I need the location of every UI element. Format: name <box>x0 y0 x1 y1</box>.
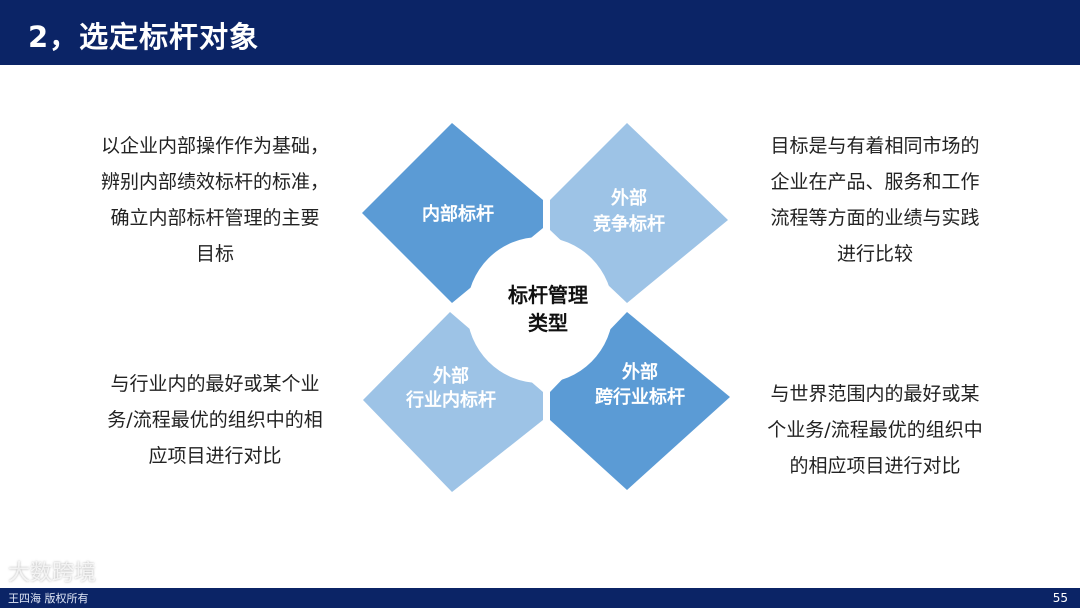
desc-line: 与行业内的最好或某个业 <box>110 373 320 395</box>
desc-line: 目标 <box>195 243 234 265</box>
desc-line: 的相应项目进行对比 <box>789 455 961 477</box>
quadrant-label: 外部 <box>433 365 469 387</box>
desc-cross-industry: 与世界范围内的最好或某 个业务/流程最优的组织中 的相应项目进行对比 <box>740 376 1010 484</box>
quadrant-label: 跨行业标杆 <box>595 386 685 408</box>
desc-line: 辨别内部绩效标杆的标准， <box>100 171 329 193</box>
page-title: 2，选定标杆对象 <box>28 20 260 54</box>
desc-line: 流程等方面的业绩与实践 <box>770 207 980 229</box>
desc-line: 目标是与有着相同市场的 <box>770 135 980 157</box>
center-label: 类型 <box>528 311 568 335</box>
desc-line: 企业在产品、服务和工作 <box>770 171 980 193</box>
quadrant-label: 竞争标杆 <box>593 213 665 235</box>
desc-line: 个业务/流程最优的组织中 <box>767 419 983 441</box>
desc-industry: 与行业内的最好或某个业 务/流程最优的组织中的相 应项目进行对比 <box>80 366 350 474</box>
footer-bar <box>0 588 1080 608</box>
desc-line: 应项目进行对比 <box>148 445 282 467</box>
quadrant-label: 行业内标杆 <box>405 389 496 411</box>
center-label: 标杆管理 <box>508 283 588 307</box>
quadrant-label: 外部 <box>611 187 647 209</box>
desc-competitive: 目标是与有着相同市场的 企业在产品、服务和工作 流程等方面的业绩与实践 进行比较 <box>740 128 1010 272</box>
quadrant-label: 内部标杆 <box>422 203 494 225</box>
desc-line: 与世界范围内的最好或某 <box>770 383 980 405</box>
header-bar: 2，选定标杆对象 <box>0 0 1080 65</box>
quadrant-competitive <box>550 123 728 303</box>
center-circle <box>467 237 613 383</box>
quadrant-label: 外部 <box>622 361 658 383</box>
desc-line: 务/流程最优的组织中的相 <box>107 409 323 431</box>
page-number: 55 <box>1052 591 1068 605</box>
desc-line: 确立内部标杆管理的主要 <box>110 207 320 229</box>
desc-line: 以企业内部操作作为基础， <box>100 135 329 157</box>
desc-line: 进行比较 <box>836 243 913 265</box>
watermark-logo: 大数跨境 <box>8 561 97 586</box>
desc-internal: 以企业内部操作作为基础， 辨别内部绩效标杆的标准， 确立内部标杆管理的主要 目标 <box>80 128 350 272</box>
copyright-text: 王四海 版权所有 <box>8 592 89 605</box>
